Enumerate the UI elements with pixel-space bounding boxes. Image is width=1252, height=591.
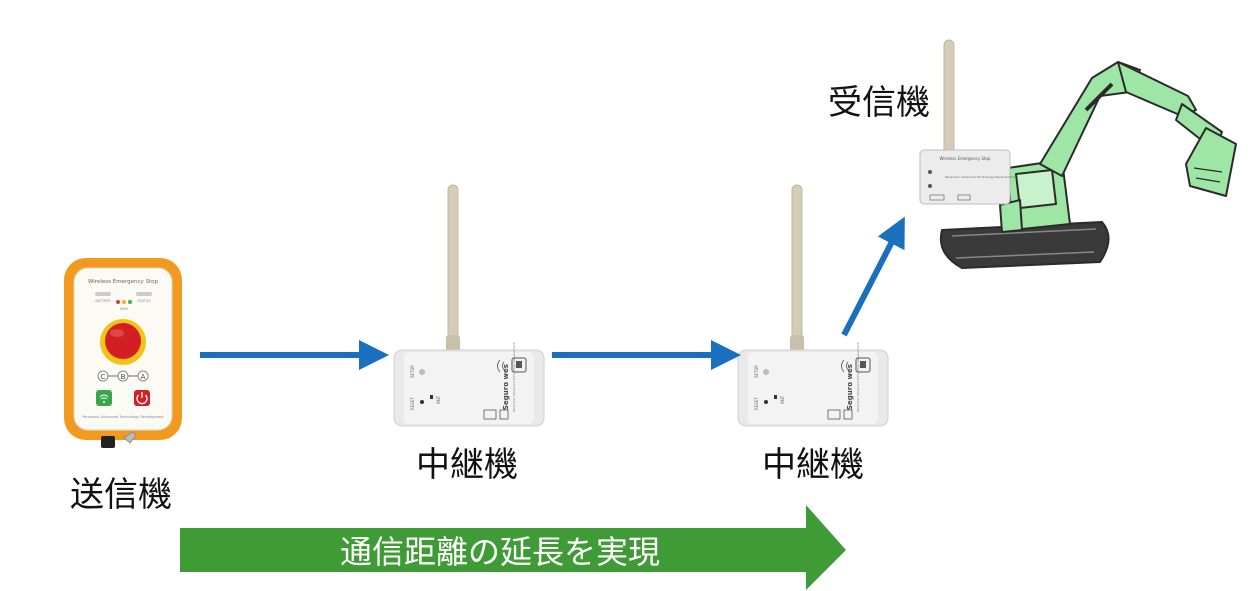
transmitter-device: Wireless Emergency Stop BATTERY STATUS P… xyxy=(64,258,182,448)
channel-c: C xyxy=(101,373,106,381)
status-label: STATUS xyxy=(137,299,151,303)
repeater-1-ant: ANT xyxy=(436,395,441,404)
repeater-1-device: SETUP RESET ANT Seguro wes Panasonic Adv… xyxy=(394,185,544,426)
transmitter-footer: Panasonic Advanced Technology Developmen… xyxy=(82,415,164,419)
repeater-1-brand: Seguro wes xyxy=(502,364,510,410)
arrow-repeater-2-to-receiver xyxy=(844,230,898,335)
repeater-1-footer: Panasonic Advanced Technology Developmen… xyxy=(512,341,516,412)
receiver-device: Wireless Emergency Stop Panasonic Advanc… xyxy=(920,40,1016,204)
repeater-2-reset: RESET xyxy=(754,397,759,410)
repeater-2-brand: Seguro wes xyxy=(846,364,854,410)
transmitter-header: Wireless Emergency Stop xyxy=(88,279,159,285)
banner-text: 通信距離の延長を実現 xyxy=(180,530,820,574)
receiver-header: Wireless Emergency Stop xyxy=(940,156,991,161)
label-receiver: 受信機 xyxy=(828,86,930,120)
emergency-stop-button xyxy=(105,323,141,359)
pair-label: PAIR xyxy=(120,307,128,311)
label-transmitter: 送信機 xyxy=(70,478,172,512)
battery-label: BATTERY xyxy=(95,299,111,303)
repeater-2-footer: Panasonic Advanced Technology Developmen… xyxy=(856,341,860,412)
repeater-2-setup: SETUP xyxy=(754,365,759,378)
repeater-1-setup: SETUP xyxy=(410,365,415,378)
label-repeater-2: 中継機 xyxy=(762,448,864,482)
label-repeater-1: 中継機 xyxy=(416,448,518,482)
repeater-2-device: SETUP RESET ANT Seguro wes Panasonic Adv… xyxy=(738,185,888,426)
receiver-brand: Panasonic Advanced Technology Developmen… xyxy=(945,175,1016,179)
channel-a: A xyxy=(141,373,146,381)
channel-b: B xyxy=(121,373,126,381)
repeater-1-reset: RESET xyxy=(410,397,415,410)
repeater-2-ant: ANT xyxy=(780,395,785,404)
